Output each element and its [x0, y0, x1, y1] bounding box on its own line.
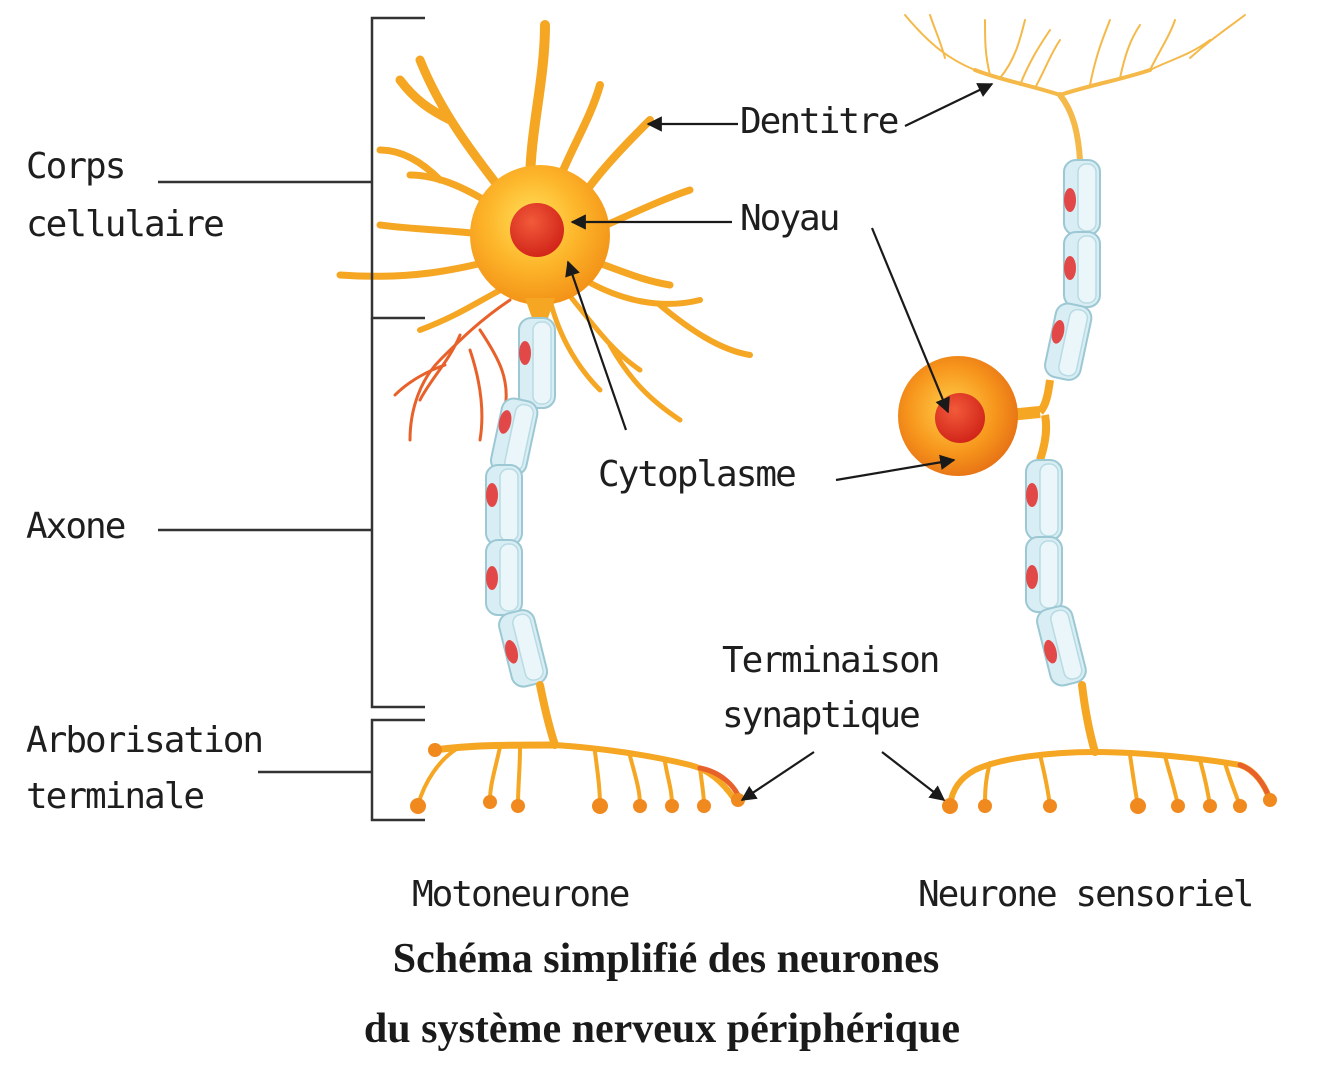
- sensoriel-t-junction: [1036, 379, 1054, 462]
- label-cytoplasme: Cytoplasme: [598, 454, 795, 495]
- sensoriel-terminal-buttons: [942, 793, 1277, 814]
- label-corps-line1: Corps: [26, 146, 124, 187]
- label-terminaison-line1: Terminaison: [722, 640, 938, 681]
- axon-hillock: [525, 298, 555, 318]
- pointer-arrows: [565, 83, 994, 801]
- label-motoneurone: Motoneurone: [412, 874, 629, 915]
- label-dentitre: Dentitre: [740, 101, 898, 142]
- motoneurone-axon: [485, 317, 556, 688]
- caption-line1: Schéma simplifié des neurones: [393, 936, 939, 982]
- label-terminaison-line2: synaptique: [722, 695, 919, 736]
- left-brackets: [158, 16, 425, 822]
- motoneurone: [336, 20, 753, 814]
- label-noyau: Noyau: [740, 198, 838, 239]
- caption: Schéma simplifié des neurones du système…: [364, 936, 960, 1052]
- label-axone: Axone: [26, 506, 125, 547]
- neurone-sensoriel: [898, 14, 1277, 814]
- motoneurone-red-branches: [393, 298, 512, 442]
- labels: Corps cellulaire Axone Arborisation term…: [26, 101, 1254, 915]
- motoneurone-nucleus: [510, 203, 564, 257]
- label-corps-line2: cellulaire: [26, 204, 223, 245]
- caption-line2: du système nerveux périphérique: [364, 1006, 960, 1052]
- motoneurone-terminal-arborization: [416, 681, 743, 807]
- label-arborisation-line2: terminale: [26, 776, 203, 817]
- sensoriel-axon-lower: [1025, 459, 1087, 687]
- motoneurone-terminal-buttons: [410, 743, 745, 814]
- sensoriel-dendrites: [904, 14, 1246, 163]
- sensoriel-terminal-arborization: [947, 681, 1273, 808]
- sensoriel-axon-upper: [1044, 159, 1101, 381]
- label-neurone-sensoriel: Neurone sensoriel: [918, 874, 1252, 915]
- label-arborisation-line1: Arborisation: [26, 720, 262, 761]
